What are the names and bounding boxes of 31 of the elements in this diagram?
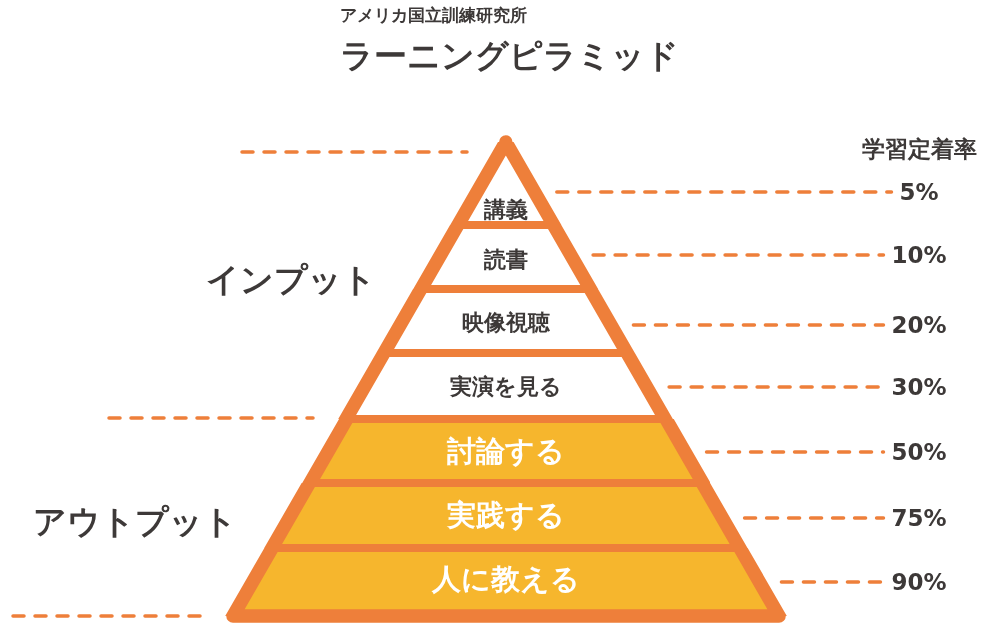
pyramid-layer [413, 225, 599, 289]
retention-rate: 5% [899, 178, 939, 206]
title: ラーニングピラミッド [340, 37, 679, 75]
leader-line [704, 450, 886, 454]
layer-label: 実践する [447, 499, 565, 533]
layer-label: 討論する [447, 435, 565, 469]
layer-label: 読書 [484, 247, 528, 273]
retention-rate: 50% [891, 438, 947, 466]
section-label: インプット [206, 261, 376, 299]
retention-rate: 10% [891, 241, 947, 269]
leader-line [591, 253, 886, 257]
leader-line [742, 516, 886, 520]
leader-line [631, 323, 886, 327]
layer-label: 映像視聴 [462, 310, 550, 336]
section-label: アウトプット [33, 503, 237, 541]
retention-rate: 20% [891, 311, 947, 339]
layer-label: 人に教える [432, 563, 580, 597]
retention-rate: 90% [891, 568, 947, 596]
pyramid-layer [450, 135, 562, 225]
pyramid-layer [376, 289, 636, 353]
leader-line [555, 190, 894, 194]
layer-label: 実演を見る [450, 374, 562, 400]
column-heading: 学習定着率 [861, 135, 977, 163]
pyramid-layer [224, 548, 787, 623]
pyramid-layer [338, 353, 674, 419]
retention-rate: 30% [891, 373, 947, 401]
layer-label: 講義 [484, 197, 528, 223]
pyramid-layer [301, 419, 711, 483]
subtitle: アメリカ国立訓練研究所 [340, 6, 527, 26]
retention-rate: 75% [891, 504, 947, 532]
pyramid-layer [264, 483, 748, 548]
